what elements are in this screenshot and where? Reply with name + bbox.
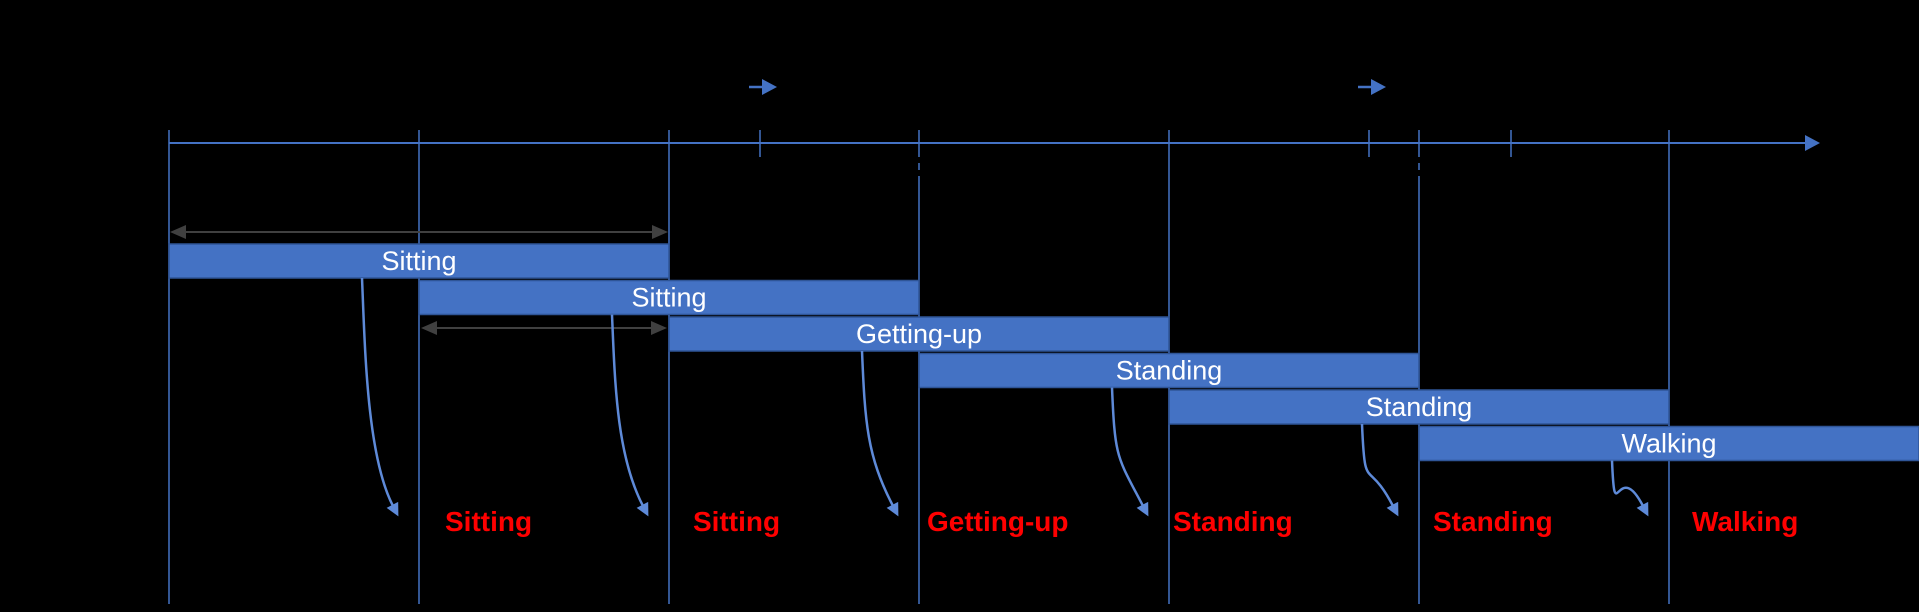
activity-bar	[168, 243, 670, 279]
activity-bar	[668, 316, 1170, 352]
left-arrowhead-icon	[421, 321, 437, 335]
activity-bar	[1418, 425, 1919, 462]
time-axis-arrowhead-icon	[1805, 135, 1820, 151]
activity-bar-label: Standing	[1116, 356, 1223, 386]
activity-bar-label: Standing	[1366, 392, 1473, 422]
predicted-labels-layer: Sitting Sitting Getting-up Standing Standing…	[445, 506, 1798, 537]
classification-arrow	[360, 277, 399, 517]
predicted-activity-label: Walking	[1692, 506, 1798, 537]
slide-direction-arrow-left	[749, 79, 777, 95]
activity-bars-layer: SittingSittingGetting-upStandingStanding…	[168, 243, 1919, 462]
left-arrowhead-icon	[170, 225, 186, 239]
activity-bar	[1168, 389, 1670, 425]
classification-arrow	[860, 350, 899, 517]
activity-bar	[418, 279, 920, 316]
activity-bar-label: Sitting	[381, 246, 456, 276]
classification-arrows-layer	[360, 277, 1649, 517]
predicted-activity-label: Sitting	[693, 506, 780, 537]
classification-arrow	[1110, 387, 1149, 517]
window-span-arrow	[170, 225, 668, 239]
slide-direction-arrow-right	[1358, 79, 1386, 95]
right-arrowhead-icon	[1371, 79, 1386, 95]
activity-bar-label: Walking	[1621, 429, 1716, 459]
predicted-activity-label: Sitting	[445, 506, 532, 537]
overlap-span-arrow	[421, 321, 667, 335]
activity-bar	[918, 352, 1420, 389]
right-arrowhead-icon	[762, 79, 777, 95]
classification-arrow	[610, 314, 649, 517]
classification-arrow	[1610, 460, 1649, 517]
right-arrowhead-icon	[652, 225, 668, 239]
classification-arrow	[1360, 423, 1399, 517]
activity-bar-label: Sitting	[631, 283, 706, 313]
right-arrowhead-icon	[651, 321, 667, 335]
activity-bar-label: Getting-up	[856, 319, 982, 349]
predicted-activity-label: Standing	[1433, 506, 1553, 537]
predicted-activity-label: Getting-up	[927, 506, 1069, 537]
predicted-activity-label: Standing	[1173, 506, 1293, 537]
